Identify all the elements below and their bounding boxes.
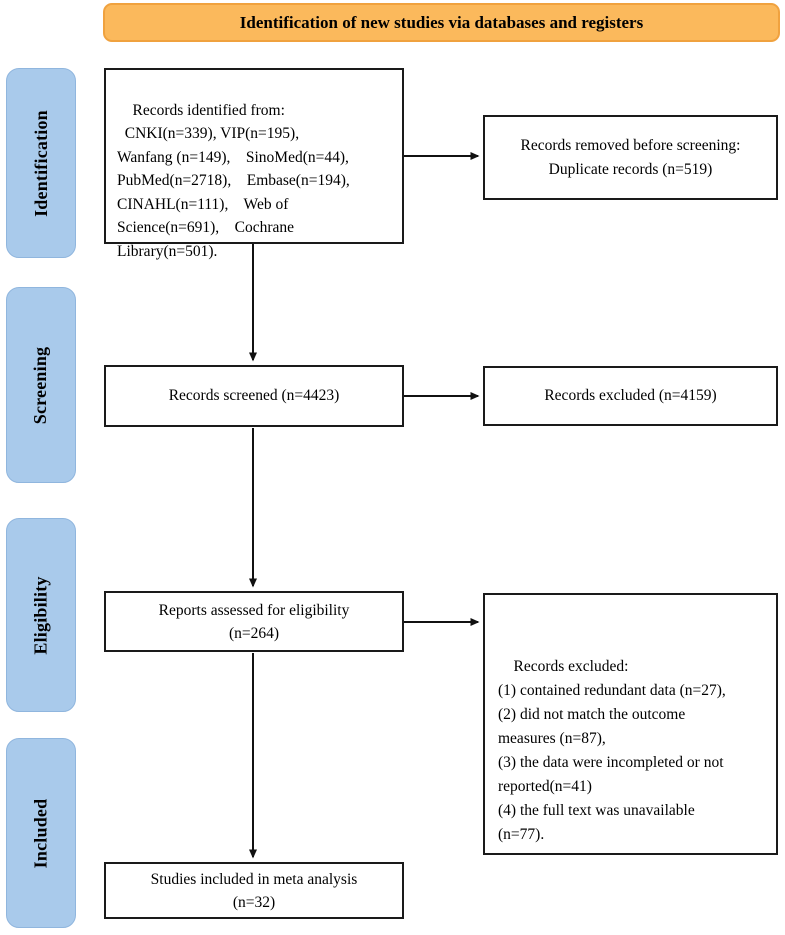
box-records-identified: Records identified from: CNKI(n=339), VI…	[104, 68, 404, 260]
stage-included: Included	[6, 738, 76, 928]
box-records-screened: Records screened (n=4423)	[104, 365, 404, 427]
box-records-excluded-screening-text: Records excluded (n=4159)	[544, 387, 717, 404]
stage-eligibility: Eligibility	[6, 518, 76, 712]
stage-identification: Identification	[6, 68, 76, 258]
stage-identification-label: Identification	[30, 109, 51, 217]
stage-screening: Screening	[6, 287, 76, 483]
box-records-screened-text: Records screened (n=4423)	[168, 387, 340, 404]
stage-screening-label: Screening	[30, 346, 51, 424]
box-studies-included: Studies included in meta analysis (n=32)	[104, 862, 404, 919]
box-records-excluded-eligibility: Records excluded: (1) contained redundan…	[483, 593, 778, 855]
stage-eligibility-label: Eligibility	[30, 575, 51, 655]
stage-included-label: Included	[30, 798, 51, 868]
box-records-excluded-screening: Records excluded (n=4159)	[483, 366, 778, 426]
box-records-excluded-eligibility-text: Records excluded: (1) contained redundan…	[498, 658, 726, 843]
box-records-removed-before-screening: Records removed before screening: Duplic…	[483, 115, 778, 200]
box-records-identified-text: Records identified from: CNKI(n=339), VI…	[117, 101, 350, 260]
box-records-removed-text: Records removed before screening: Duplic…	[520, 136, 741, 178]
banner-title: Identification of new studies via databa…	[103, 3, 780, 42]
box-reports-assessed-text: Reports assessed for eligibility (n=264)	[158, 601, 350, 642]
box-studies-included-text: Studies included in meta analysis (n=32)	[150, 870, 358, 911]
banner-title-label: Identification of new studies via databa…	[239, 12, 644, 32]
box-reports-assessed: Reports assessed for eligibility (n=264)	[104, 591, 404, 652]
